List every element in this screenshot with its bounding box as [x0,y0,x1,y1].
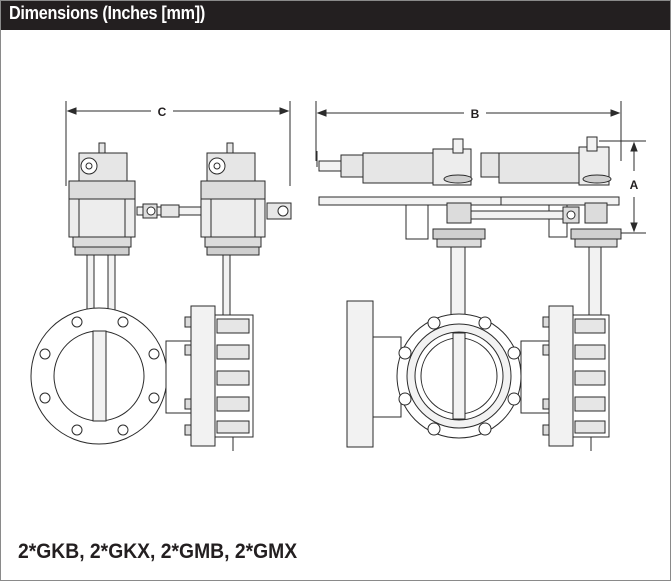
right-valve-view [316,136,622,451]
dimension-a-label: A [630,178,639,192]
panel-header: Dimensions (Inches [mm]) [1,1,670,30]
dimension-c [65,101,291,186]
dimension-b [315,101,622,161]
dimension-b-label: B [471,107,480,121]
dimension-a [599,140,646,234]
dimension-c-label: C [158,105,167,119]
valve-dimension-drawing: C B A [30,101,646,451]
model-numbers: 2*GKB, 2*GKX, 2*GMB, 2*GMX [18,540,298,563]
left-valve-view [30,142,292,451]
panel-title: Dimensions (Inches [mm]) [9,3,206,23]
